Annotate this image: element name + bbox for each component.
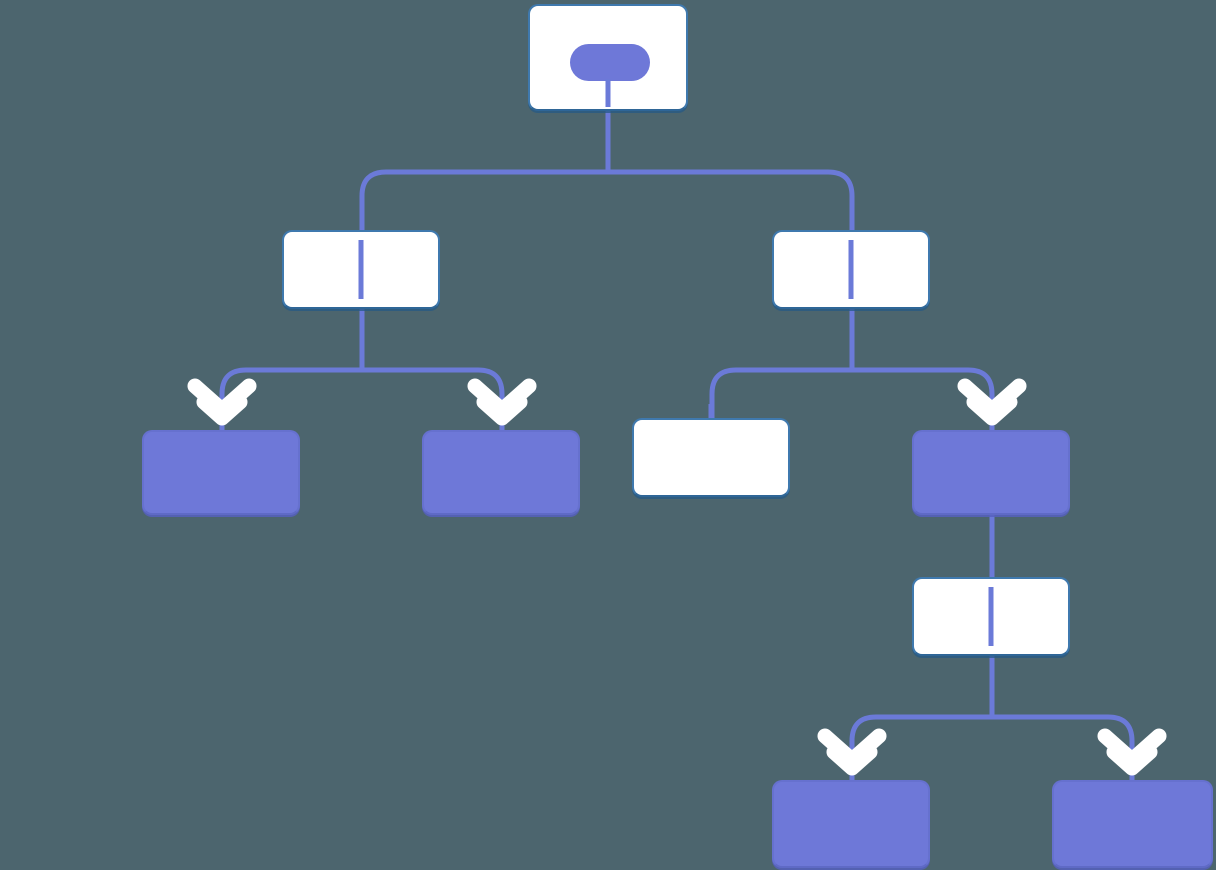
branch-node-left[interactable] <box>282 230 440 309</box>
branch-node-right[interactable] <box>772 230 930 309</box>
leaf-node-7[interactable] <box>1052 780 1213 868</box>
branch-node-5[interactable] <box>912 577 1070 656</box>
plain-node-3[interactable] <box>632 418 790 497</box>
leaf-node-1[interactable] <box>142 430 300 515</box>
leaf-node-2[interactable] <box>422 430 580 515</box>
root-node[interactable] <box>528 4 688 111</box>
branch-node-4[interactable] <box>912 430 1070 515</box>
leaf-node-6[interactable] <box>772 780 930 868</box>
node-pill-badge <box>570 44 650 81</box>
